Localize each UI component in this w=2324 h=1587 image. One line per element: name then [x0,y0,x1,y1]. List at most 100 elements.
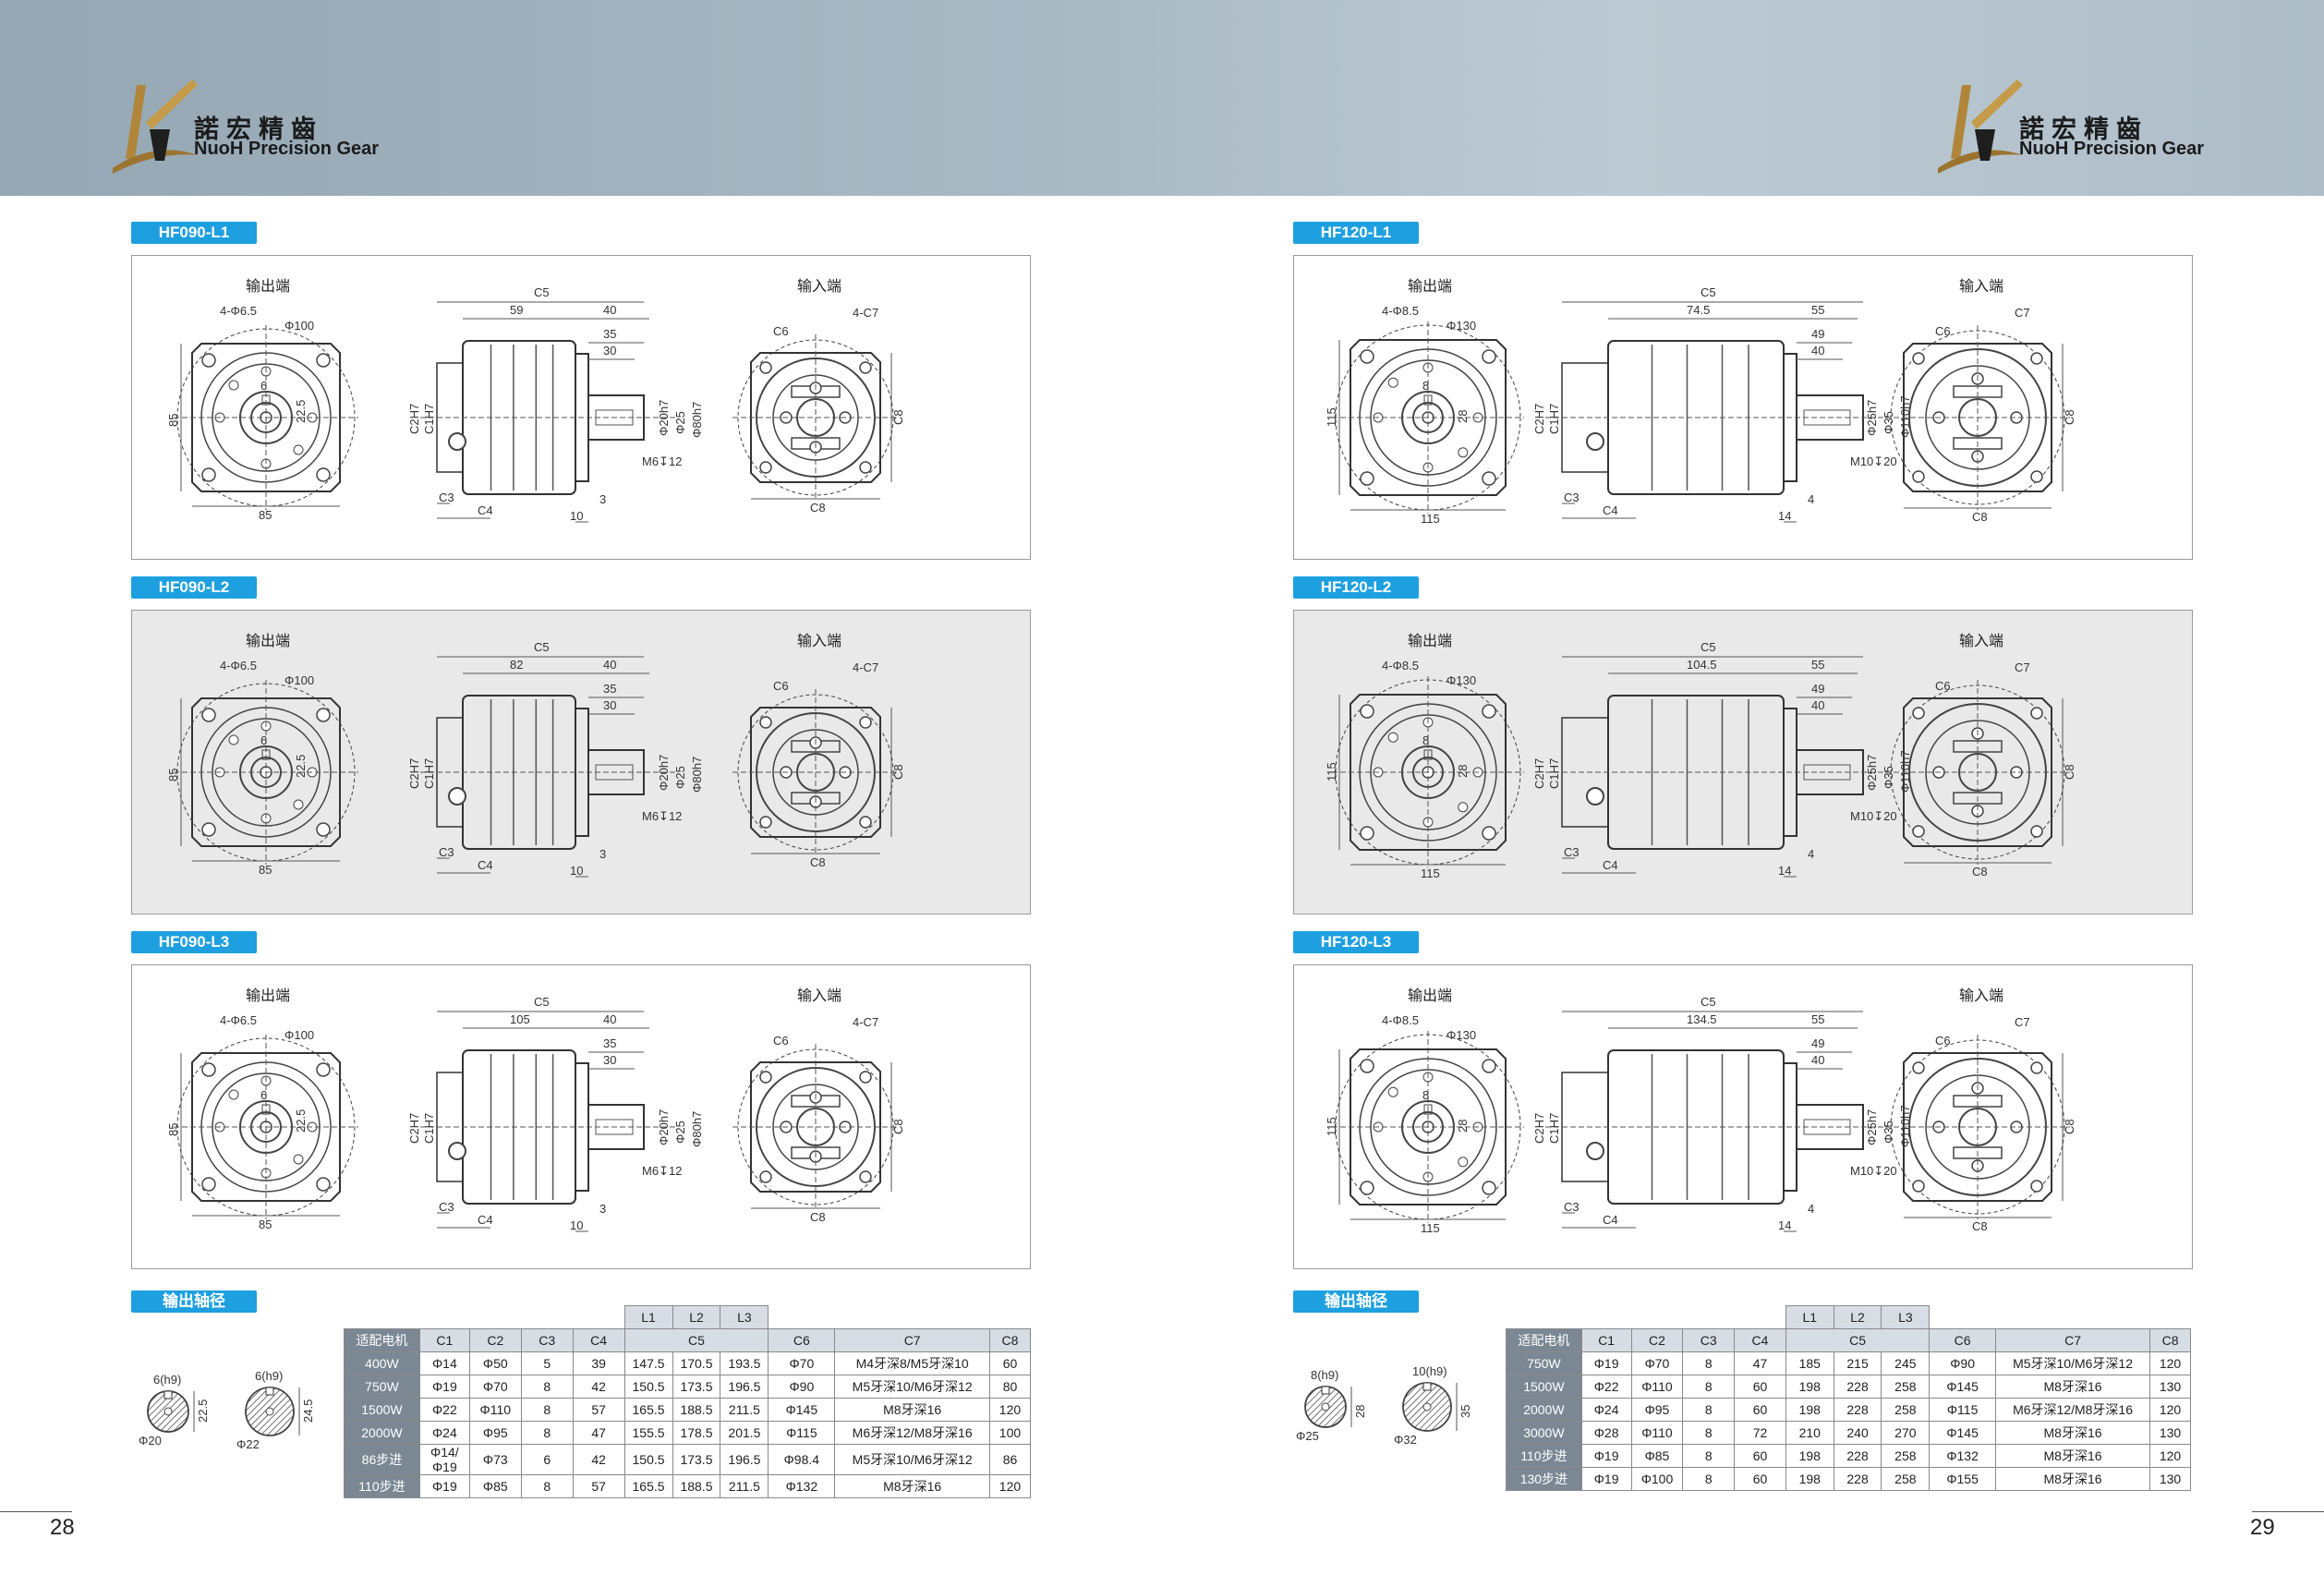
model-tag: HF120-L1 [1293,222,1419,244]
table-cell: 165.5 [623,1398,673,1422]
mount-hole-icon [316,1062,331,1077]
table-cell: Φ19 [1580,1467,1632,1491]
table-cell: Φ24 [418,1421,470,1445]
mount-hole-icon [1360,471,1374,486]
shaft-key-length-label: 49 [1811,327,1824,341]
mount-hole-icon [316,708,331,722]
c5-label: C5 [534,995,550,1009]
flange-width-label: 85 [259,863,272,877]
table-header: C3 [1682,1328,1736,1352]
input-flange-outline [750,1061,881,1193]
motor-adapter [1561,362,1609,473]
key-height-label: 22.5 [196,1399,210,1423]
output-end-label: 输出端 [246,278,290,295]
page-number: 28 [50,1515,75,1540]
table-cell: 188.5 [672,1474,721,1498]
c3-label: C3 [439,1200,454,1214]
table-cell: 57 [572,1398,625,1422]
table-cell: 8 [1682,1375,1736,1399]
c1-label: C1H7 [1547,404,1561,434]
table-header: 适配电机 [344,1328,420,1352]
brand-mark-icon [1938,79,2023,174]
shaft-key-length-label: 49 [1811,1036,1824,1050]
output-flange-outline [191,343,341,492]
pcd-label: Φ100 [284,1028,314,1042]
table-cell: 6 [520,1444,574,1475]
table-cell: 228 [1833,1398,1882,1422]
shaft-center-hole [1422,1402,1432,1411]
page-rule [0,1511,72,1512]
table-cell: Φ70 [468,1375,522,1399]
model-tag: HF090-L1 [131,222,257,244]
input-hole-icon [2030,1180,2043,1193]
c2-label: C2H7 [407,1113,421,1144]
mount-holes-label: 4-Φ8.5 [1382,1013,1419,1027]
table-header: C8 [2149,1328,2191,1352]
key-length-label: 40 [1811,1053,1824,1067]
table-cell: M4牙深8/M5牙深10 [834,1351,990,1375]
table-cell: Φ19 [1580,1351,1632,1375]
c8-side-label: C8 [891,1119,905,1134]
table-header: C5 [1785,1328,1931,1352]
shaft-dia-label: Φ20h7 [657,755,671,791]
table-blank [1507,1306,1786,1329]
table-cell: Φ14/Φ19 [418,1444,470,1475]
input-end-label: 输入端 [797,278,841,295]
shoulder-dia-label: Φ25 [673,411,687,434]
output-end-label: 输出端 [246,633,290,649]
table-cell: Φ19 [1580,1444,1632,1468]
input-flange-outline [1903,697,2052,847]
c8-side-label: C8 [2063,1119,2076,1134]
input-hole-icon [759,716,772,729]
input-hole-icon [1912,1061,1925,1074]
mount-hole-icon [316,353,331,368]
table-cell: 120 [2149,1444,2191,1468]
table-cell: Φ115 [768,1421,836,1445]
table-cell: 60 [1734,1375,1786,1399]
bolt-hole-icon [228,1089,239,1100]
c8-side-label: C8 [891,409,905,425]
table-header: C2 [1630,1328,1684,1352]
key-notch [1422,1382,1432,1391]
table-cell: M6牙深12/M8牙深16 [834,1421,990,1445]
model-tag: HF120-L2 [1293,576,1419,599]
table-cell: Φ85 [468,1474,522,1498]
table-cell: 57 [572,1474,625,1498]
table-cell: 750W [344,1375,420,1399]
mount-hole-icon [1360,1059,1374,1073]
input-hole-icon [2030,470,2043,483]
mount-hole-icon [201,1062,216,1077]
brand-cn: 諾宏精齒 [194,115,323,144]
bolt-hole-icon [1458,1157,1469,1168]
input-hole-icon [2030,1061,2043,1074]
pilot-dia-label: Φ80h7 [690,1111,704,1147]
body-length-label: 134.5 [1687,1012,1717,1026]
table-cell: 258 [1881,1467,1931,1491]
table-header: C7 [834,1328,990,1352]
key-width-label: 8 [1422,1088,1429,1102]
flange-thickness-label: 14 [1778,1218,1791,1232]
table-cell: 211.5 [720,1398,769,1422]
table-cell: Φ24 [1580,1398,1632,1422]
table-cell: 173.5 [672,1375,721,1399]
c5-label: C5 [534,640,550,654]
table-cell: Φ22 [418,1398,470,1422]
table-cell: 1500W [344,1398,420,1422]
input-hole-icon [759,461,772,474]
bolt-hole-icon [1458,802,1469,813]
table-cell: 8 [1682,1421,1736,1445]
c8-label: C8 [1972,865,1988,878]
flange-height-label: 115 [1325,762,1338,781]
mount-hole-icon [201,1177,216,1192]
table-cell: Φ145 [768,1398,836,1422]
shaft-key-length-label: 49 [1811,682,1824,696]
pilot-dia-label: Φ110h7 [1898,395,1912,438]
c1-label: C1H7 [422,1113,436,1144]
table-header: C4 [572,1328,625,1352]
